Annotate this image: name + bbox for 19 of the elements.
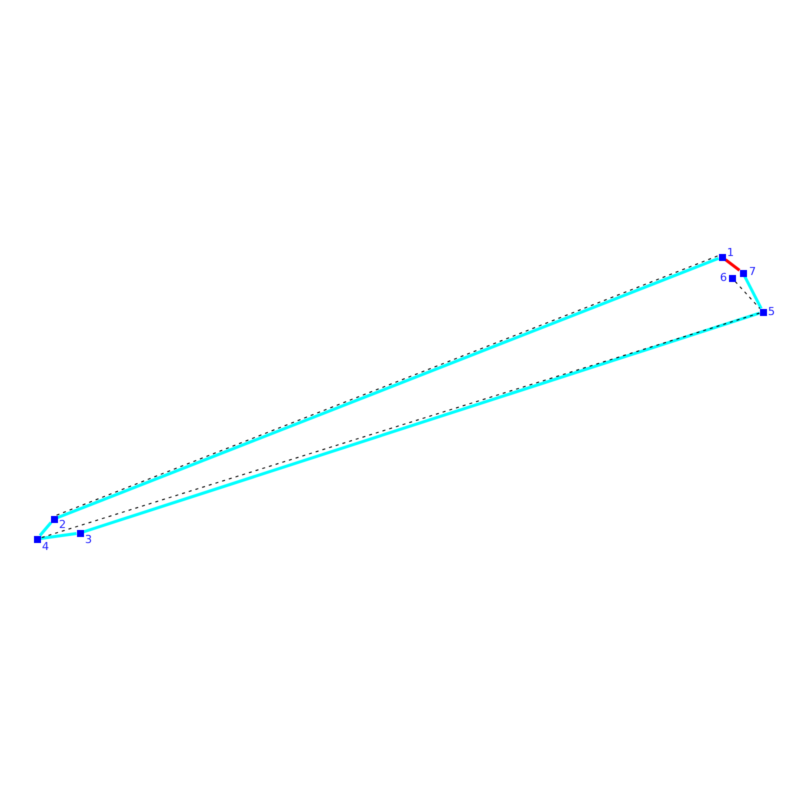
line	[40, 532, 77, 540]
line	[724, 258, 740, 272]
point-marker	[740, 270, 746, 276]
point-label: 5	[768, 306, 775, 317]
point-label: 6	[720, 272, 727, 283]
point-marker	[76, 530, 84, 536]
line	[743, 276, 763, 310]
point-label: 7	[749, 266, 756, 277]
point-marker	[760, 308, 766, 316]
line	[38, 522, 52, 536]
point-label: 2	[59, 519, 66, 530]
point-marker	[718, 254, 726, 260]
point-marker	[34, 536, 40, 542]
point-label: 1	[727, 247, 734, 258]
point-marker	[728, 274, 736, 282]
point-label: 4	[42, 541, 49, 552]
point-label: 3	[85, 534, 92, 545]
point-marker	[50, 516, 58, 522]
dashed-line	[734, 281, 760, 309]
